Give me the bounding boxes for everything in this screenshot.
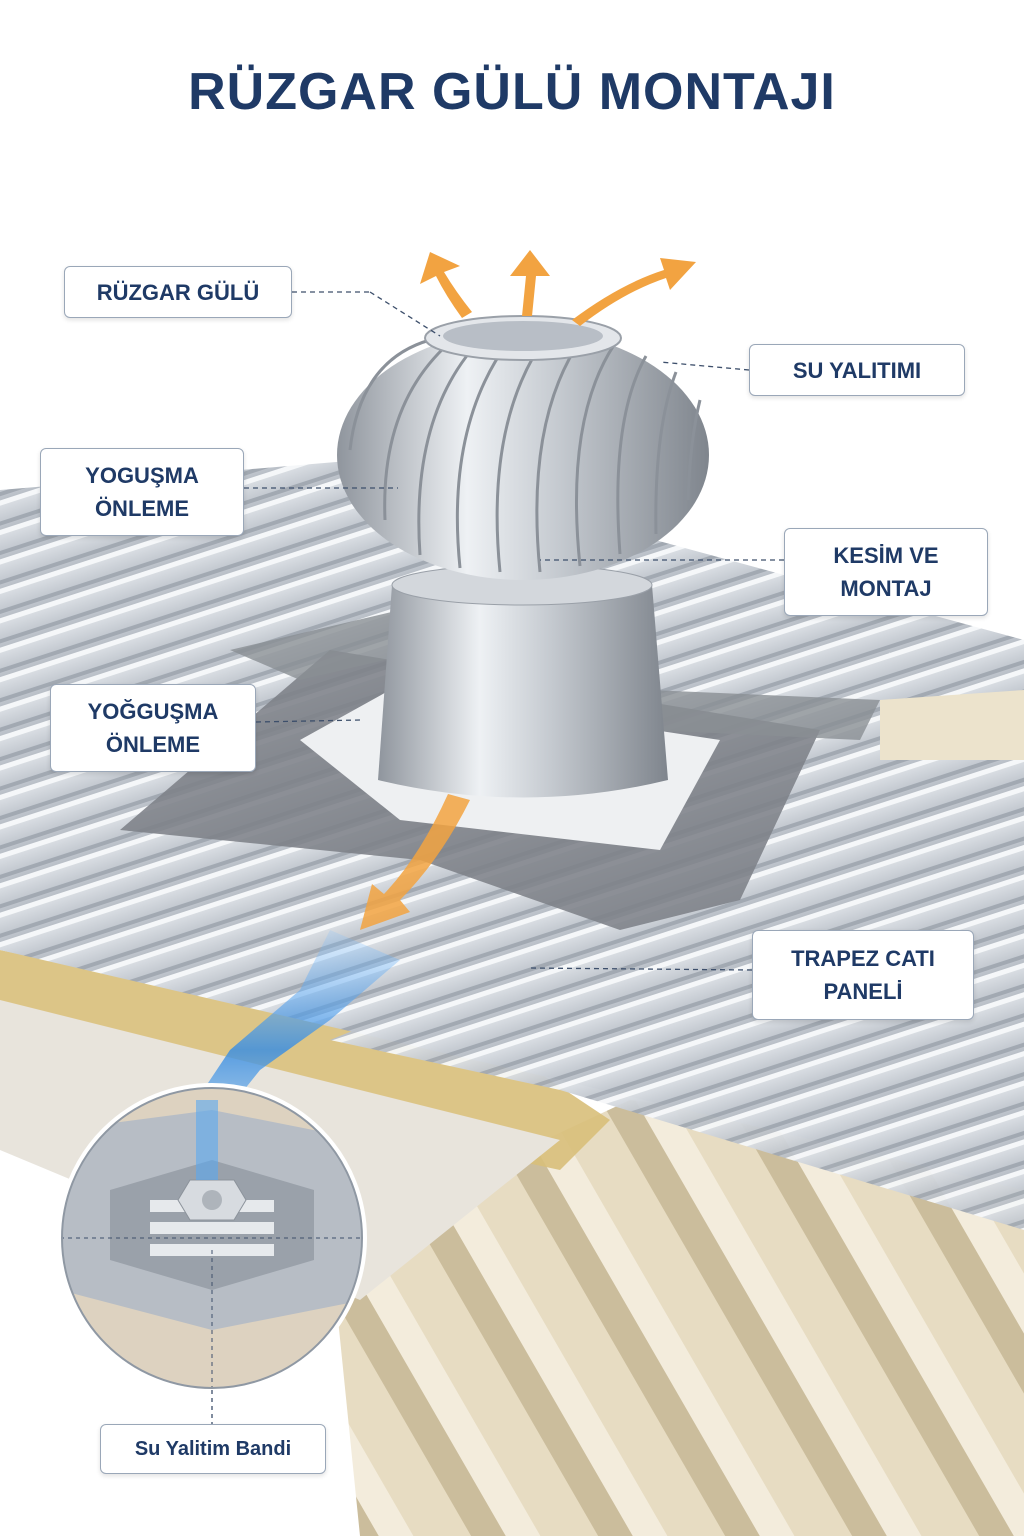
callout-ruzgar-gulu: RÜZGAR GÜLÜ [64, 266, 292, 318]
callout-kesim-ve-montaj: KESİM VE MONTAJ [784, 528, 988, 616]
callout-trapez-cati-paneli: TRAPEZ CATI PANELİ [752, 930, 974, 1020]
beige-underlayer-panel [330, 1100, 1024, 1536]
callout-yogusma-onleme-1: YOGUŞMA ÖNLEME [40, 448, 244, 536]
ventilator-neck [378, 585, 668, 798]
callout-su-yalitim-bandi: Su Yalitim Bandi [100, 1424, 326, 1474]
page-title: RÜZGAR GÜLÜ MONTAJI [188, 63, 836, 121]
callout-su-yalitimi: SU YALITIMI [749, 344, 965, 396]
exhaust-airflow-arrows [420, 250, 696, 326]
intake-airflow-arrow [360, 794, 470, 930]
detail-magnifier [57, 1083, 367, 1393]
turbine-ventilator-head [337, 315, 709, 580]
callout-yogusma-onleme-2: YOĞGUŞMA ÖNLEME [50, 684, 256, 772]
